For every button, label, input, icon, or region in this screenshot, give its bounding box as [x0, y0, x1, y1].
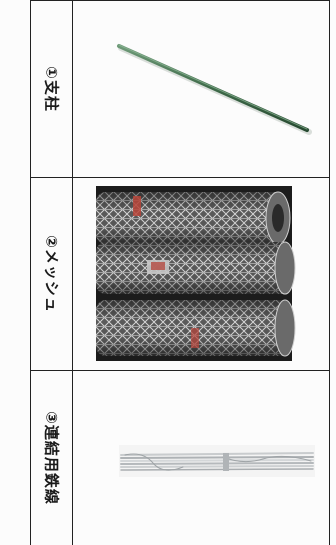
table-row-post: ①支柱	[31, 0, 329, 178]
row-label-post: ①支柱	[42, 66, 60, 112]
image-cell-post	[73, 1, 329, 177]
label-cell: ③連結用鉄線	[31, 371, 73, 545]
table-row-mesh: ②メッシュ	[31, 178, 329, 371]
label-cell: ②メッシュ	[31, 178, 73, 370]
wire-mesh-rolls-image	[96, 186, 296, 361]
label-cell: ①支柱	[31, 1, 73, 177]
image-cell-mesh	[73, 178, 329, 370]
green-steel-post-image	[117, 44, 312, 135]
row-label-mesh: ②メッシュ	[42, 235, 60, 313]
row-label-wire: ③連結用鉄線	[42, 411, 60, 505]
binding-wire-bundle-image	[119, 445, 315, 477]
materials-table: ①支柱	[30, 0, 330, 545]
image-cell-wire	[73, 371, 329, 545]
table-row-wire: ③連結用鉄線	[31, 371, 329, 545]
